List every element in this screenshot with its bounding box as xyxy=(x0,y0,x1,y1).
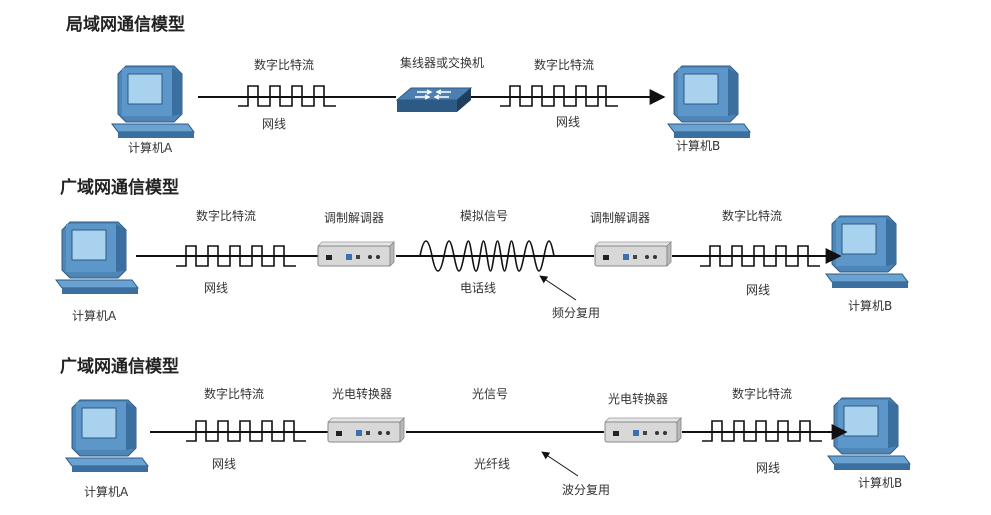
section-3-right-medium-label: 网线 xyxy=(756,461,780,475)
section-1-left-stream-label: 数字比特流 xyxy=(254,57,314,72)
section-3-right-stream-label: 数字比特流 xyxy=(732,386,792,401)
section-3-left-bitstream xyxy=(186,420,306,442)
section-3-computer-b-label: 计算机B xyxy=(858,475,902,490)
section-2-left-bitstream xyxy=(176,245,296,267)
section-3-left-stream-label: 数字比特流 xyxy=(204,386,264,401)
section-3-title: 广域网通信模型 xyxy=(60,356,179,377)
section-2-medium-label: 电话线 xyxy=(460,281,496,295)
computer-b-icon xyxy=(667,65,751,139)
computer-b-icon xyxy=(827,397,911,471)
section-1-right-bitstream xyxy=(500,85,618,107)
section-3-left-medium-label: 网线 xyxy=(212,457,236,471)
section-1-right-stream-label: 数字比特流 xyxy=(534,57,594,72)
section-2-annotation-label: 频分复用 xyxy=(552,306,600,320)
section-1-left-bitstream xyxy=(238,85,336,107)
section-2-computer-b-label: 计算机B xyxy=(848,298,892,313)
section-2-right-bitstream xyxy=(700,245,820,267)
computer-a-icon xyxy=(111,65,195,139)
section-2-right-stream-label: 数字比特流 xyxy=(722,208,782,223)
section-3-right-device-label: 光电转换器 xyxy=(608,391,668,406)
section-1-computer-b-label: 计算机B xyxy=(676,138,720,153)
modem-left-icon xyxy=(317,241,395,267)
section-2-computer-a-label: 计算机A xyxy=(72,308,117,323)
section-2-annotation-arrow xyxy=(539,275,577,301)
modem-right-icon xyxy=(594,241,672,267)
section-2-left-medium-label: 网线 xyxy=(204,281,228,295)
section-2-title: 广域网通信模型 xyxy=(60,177,179,198)
section-3-left-device-label: 光电转换器 xyxy=(332,386,392,401)
computer-a-icon xyxy=(65,399,149,473)
section-3-annotation-arrow xyxy=(541,451,579,477)
section-1-device-label: 集线器或交换机 xyxy=(400,55,484,70)
section-1-title: 局域网通信模型 xyxy=(66,14,185,35)
section-3-medium-label: 光纤线 xyxy=(474,457,510,471)
section-2-right-medium-label: 网线 xyxy=(746,283,770,297)
switch-icon xyxy=(396,87,472,113)
section-1-computer-a-label: 计算机A xyxy=(128,140,173,155)
computer-a-icon xyxy=(55,221,139,295)
computer-b-icon xyxy=(825,215,909,289)
section-2-signal-label: 模拟信号 xyxy=(460,209,508,223)
optical-converter-right-icon xyxy=(604,417,682,443)
section-3-computer-a-label: 计算机A xyxy=(84,484,129,499)
section-3-annotation-label: 波分复用 xyxy=(562,483,610,497)
section-2-left-device-label: 调制解调器 xyxy=(324,211,384,225)
section-2-left-stream-label: 数字比特流 xyxy=(196,208,256,223)
section-3-signal-label: 光信号 xyxy=(472,387,508,401)
section-1-right-medium-label: 网线 xyxy=(556,115,580,129)
section-2-right-device-label: 调制解调器 xyxy=(590,211,650,225)
optical-converter-left-icon xyxy=(327,417,405,443)
section-1-left-medium-label: 网线 xyxy=(262,117,286,131)
section-3-right-bitstream xyxy=(702,420,822,442)
section-2-analog-wave xyxy=(419,240,555,272)
